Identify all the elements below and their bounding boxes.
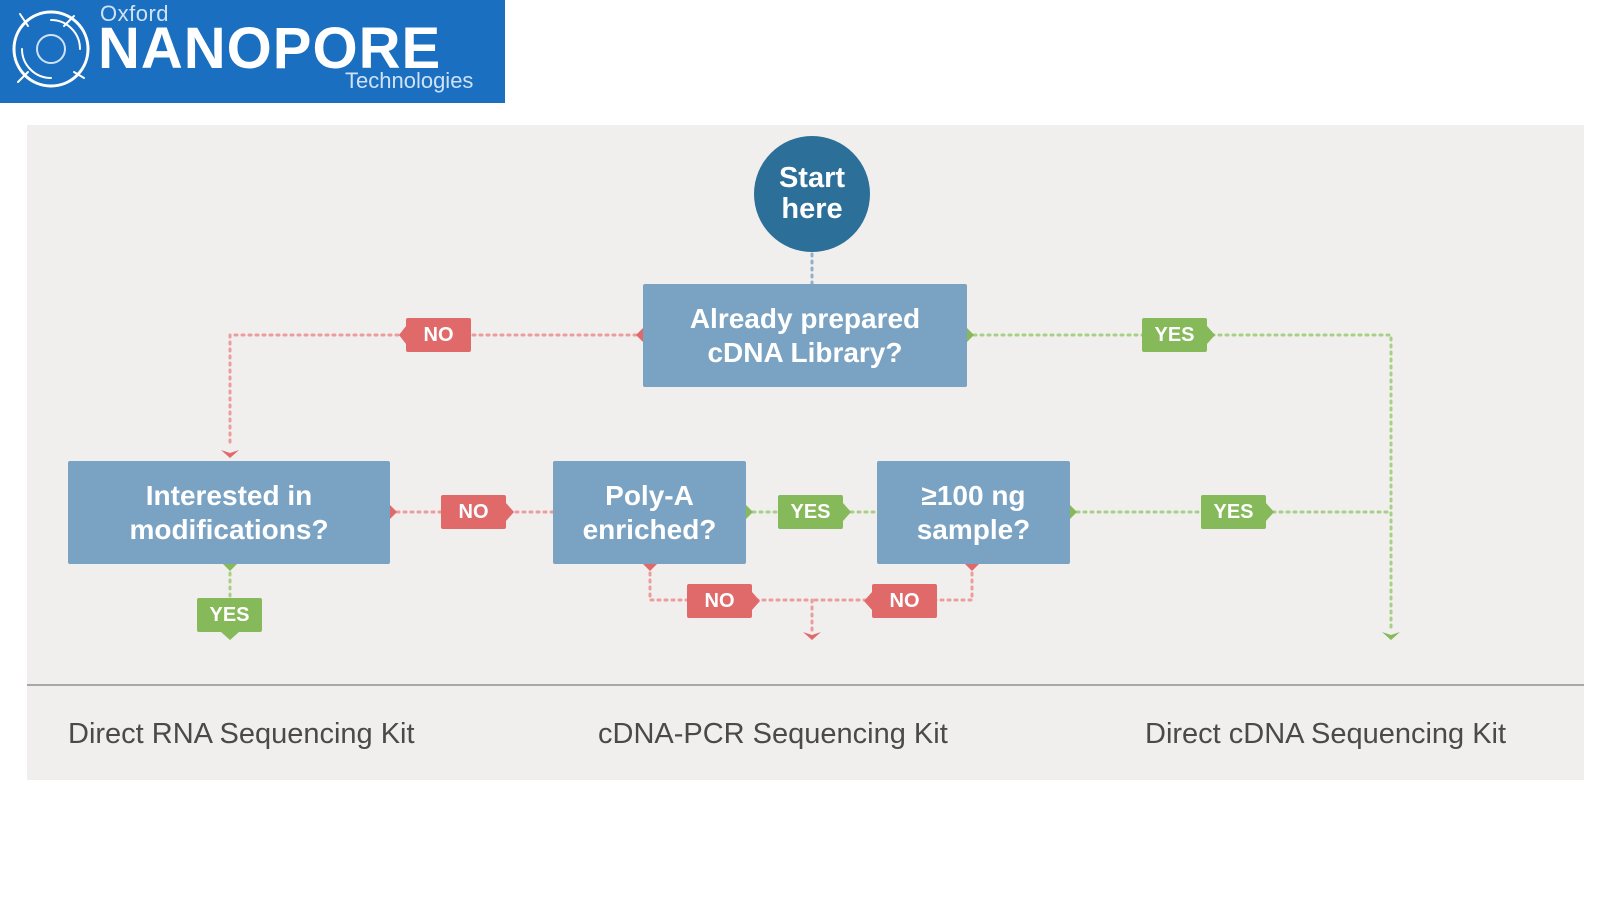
arrow-to-cdna-pcr <box>803 632 821 640</box>
nub-prepared-left <box>636 328 643 342</box>
tag-tip-yes-4 <box>221 632 239 640</box>
outcome-direct-rna-kit: Direct RNA Sequencing Kit <box>68 718 415 750</box>
nub-modifications-right <box>390 505 397 519</box>
nub-polya-bottom <box>643 564 657 571</box>
logo-nanopore-text: NANOPORE <box>98 16 442 81</box>
connector-yes-right <box>965 333 1393 632</box>
tag-tip-yes-2 <box>843 503 851 521</box>
yes-tag-prepared: YES <box>1142 318 1207 352</box>
swirl-logo-icon <box>12 10 90 88</box>
arrow-to-modifications <box>221 450 239 458</box>
tag-tip-no-3 <box>752 592 760 610</box>
no-tag-prepared: NO <box>406 318 471 352</box>
logo-technologies-text: Technologies <box>345 68 474 93</box>
nanopore-logo: Oxford NANOPORE Technologies <box>0 0 505 103</box>
no-tag-sample: NO <box>872 584 937 618</box>
tag-tip-no-1 <box>399 326 406 344</box>
nub-polya-right <box>746 505 753 519</box>
question-100ng-sample: ≥100 ng sample? <box>877 461 1070 564</box>
tag-tip-no-2 <box>506 503 514 521</box>
outcome-divider <box>27 684 1584 686</box>
question-prepared-cdna-library: Already prepared cDNA Library? <box>643 284 967 387</box>
question-poly-a-enriched: Poly-A enriched? <box>553 461 746 564</box>
tag-tip-yes-3 <box>1266 503 1274 521</box>
outcome-direct-cdna-kit: Direct cDNA Sequencing Kit <box>1145 718 1507 750</box>
arrow-to-direct-cdna <box>1382 632 1400 640</box>
nub-sample-bottom <box>965 564 979 571</box>
nub-prepared-right <box>967 328 974 342</box>
connector-no-left <box>228 333 645 448</box>
logo-oxford-text: Oxford <box>100 1 170 26</box>
no-tag-modifications: NO <box>441 495 506 529</box>
nub-modifications-bottom <box>223 564 237 571</box>
question-interested-in-modifications: Interested in modifications? <box>68 461 390 564</box>
outcome-cdna-pcr-kit: cDNA-PCR Sequencing Kit <box>598 718 948 750</box>
yes-tag-sample: YES <box>1201 495 1266 529</box>
tag-tip-yes-1 <box>1207 326 1215 344</box>
yes-tag-modifications: YES <box>197 598 262 632</box>
yes-tag-poly-a: YES <box>778 495 843 529</box>
start-here-node: Start here <box>754 136 870 252</box>
nub-sample-right <box>1070 505 1077 519</box>
tag-tip-no-4 <box>864 592 872 610</box>
no-tag-poly-a: NO <box>687 584 752 618</box>
